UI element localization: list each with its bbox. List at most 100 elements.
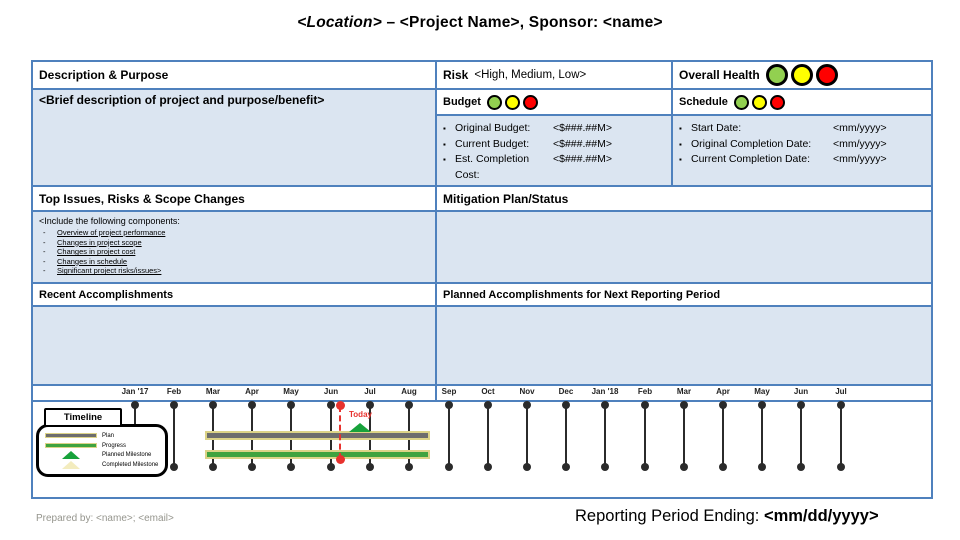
top-issues-label: Top Issues, Risks & Scope Changes [39, 191, 245, 206]
recent-accomplishments-header: Recent Accomplishments [33, 284, 435, 305]
month-label: Nov [519, 387, 535, 396]
legend-label: Planned Milestone [102, 452, 152, 459]
brief-description-text: <Brief description of project and purpos… [39, 93, 325, 107]
yellow-status-icon [504, 94, 520, 110]
planned-accomplishments-label: Planned Accomplishments for Next Reporti… [443, 288, 721, 301]
schedule-item-value: <mm/yyyy> [833, 137, 887, 150]
brief-description-cell: <Brief description of project and purpos… [33, 90, 435, 185]
budget-label: Budget [443, 96, 481, 108]
recent-accomplishments-label: Recent Accomplishments [39, 288, 174, 301]
month-label: Sep [441, 387, 457, 396]
schedule-item: ▪ Current Completion Date: <mm/yyyy> [679, 152, 925, 168]
timeline-canvas [33, 402, 931, 497]
month-label: May [754, 387, 770, 396]
include-item: - Changes in project scope [39, 238, 429, 248]
month-label: Jun [323, 387, 339, 396]
month-label: Mar [676, 387, 692, 396]
bullet-icon: ▪ [679, 124, 682, 133]
month-label: Feb [637, 387, 653, 396]
title-remainder: – <Project Name>, Sponsor: <name> [381, 14, 663, 31]
schedule-item-value: <mm/yyyy> [833, 153, 887, 165]
timeline-gridline [445, 401, 453, 471]
dash-bullet: - [43, 247, 46, 257]
month-label: Jan '18 [591, 387, 619, 396]
budget-item: ▪ Original Budget: <$###.##M> [443, 121, 665, 137]
include-item-text: Overview of project performance [57, 228, 166, 237]
month-strip-left [33, 386, 435, 400]
red-status-icon [522, 94, 538, 110]
planned-milestone-icon [349, 423, 371, 432]
month-label: Jul [835, 387, 847, 396]
schedule-item-label: Current Completion Date: [691, 153, 811, 165]
timeline-gridline [484, 401, 492, 471]
schedule-details-cell: ▪ Start Date: <mm/yyyy> ▪ Original Compl… [673, 116, 931, 185]
timeline-title-box: Timeline [44, 408, 122, 427]
description-purpose-header: Description & Purpose [33, 62, 435, 88]
green-status-icon [486, 94, 502, 110]
progress-bar-swatch [45, 443, 97, 449]
timeline-gridline [170, 401, 178, 471]
dash-bullet: - [43, 256, 46, 266]
timeline-gridline [562, 401, 570, 471]
include-item: - Overview of project performance [39, 228, 429, 238]
risk-value: <High, Medium, Low> [474, 69, 587, 81]
legend-row-plan: Plan [45, 431, 159, 441]
timeline-gridline [837, 401, 845, 471]
green-status-icon [733, 94, 749, 110]
bullet-icon: ▪ [443, 139, 446, 149]
red-status-icon [815, 64, 838, 86]
dash-bullet: - [43, 237, 46, 247]
dash-bullet: - [43, 228, 46, 237]
bullet-icon: ▪ [443, 155, 446, 164]
include-item-text: Significant project risks/issues> [57, 266, 162, 276]
budget-item: ▪ Current Budget: <$###.##M> [443, 137, 665, 153]
month-label: Apr [716, 387, 730, 396]
legend-label: Plan [102, 432, 115, 439]
timeline-gridline [758, 401, 766, 471]
yellow-status-icon [790, 64, 813, 86]
budget-item-label: Est. Completion Cost: [455, 153, 530, 181]
planned-accomplishments-body [437, 307, 931, 384]
prepared-by: Prepared by: <name>; <email> [36, 513, 174, 524]
red-status-icon [769, 94, 785, 110]
today-marker [335, 401, 345, 464]
reporting-period: Reporting Period Ending: <mm/dd/yyyy> [575, 507, 879, 526]
bullet-icon: ▪ [443, 124, 446, 133]
today-label: Today [349, 410, 372, 419]
legend-row-planned-milestone: Planned Milestone [45, 451, 159, 461]
status-table: Description & Purpose Risk <High, Medium… [31, 60, 933, 499]
timeline-gridline [601, 401, 609, 471]
mitigation-header: Mitigation Plan/Status [437, 187, 931, 210]
include-item: - Significant project risks/issues> [39, 266, 429, 276]
bullet-icon: ▪ [679, 139, 682, 149]
page-title: <Location> – <Project Name>, Sponsor: <n… [0, 14, 960, 32]
plan-bar [205, 431, 430, 440]
planned-accomplishments-header: Planned Accomplishments for Next Reporti… [437, 284, 931, 305]
plan-bar-swatch [45, 433, 97, 439]
timeline-gridline [523, 401, 531, 471]
budget-item: ▪ Est. Completion Cost: <$###.##M> [443, 152, 665, 183]
reporting-period-value: <mm/dd/yyyy> [763, 507, 879, 525]
timeline-legend: Plan Progress Planned Milestone Complete… [36, 424, 168, 477]
budget-item-value: <$###.##M> [553, 153, 612, 165]
top-issues-header: Top Issues, Risks & Scope Changes [33, 187, 435, 210]
legend-label: Progress [102, 442, 127, 449]
timeline-gridline [719, 401, 727, 471]
include-intro: <Include the following components: [39, 216, 180, 226]
include-item: - Changes in schedule [39, 257, 429, 267]
month-label: Jun [793, 387, 809, 396]
timeline-gridline [641, 401, 649, 471]
green-status-icon [765, 64, 788, 86]
overall-health-cell: Overall Health [673, 62, 931, 88]
legend-row-progress: Progress [45, 441, 159, 451]
recent-accomplishments-body [33, 307, 435, 384]
include-components-cell: <Include the following components: - Ove… [33, 212, 435, 282]
month-label: Dec [558, 387, 574, 396]
risk-cell: Risk <High, Medium, Low> [437, 62, 671, 88]
mitigation-body-cell [437, 212, 931, 282]
schedule-lights [733, 94, 785, 110]
overall-health-label: Overall Health [679, 68, 760, 82]
mitigation-label: Mitigation Plan/Status [443, 191, 569, 206]
budget-details-cell: ▪ Original Budget: <$###.##M> ▪ Current … [437, 116, 671, 185]
